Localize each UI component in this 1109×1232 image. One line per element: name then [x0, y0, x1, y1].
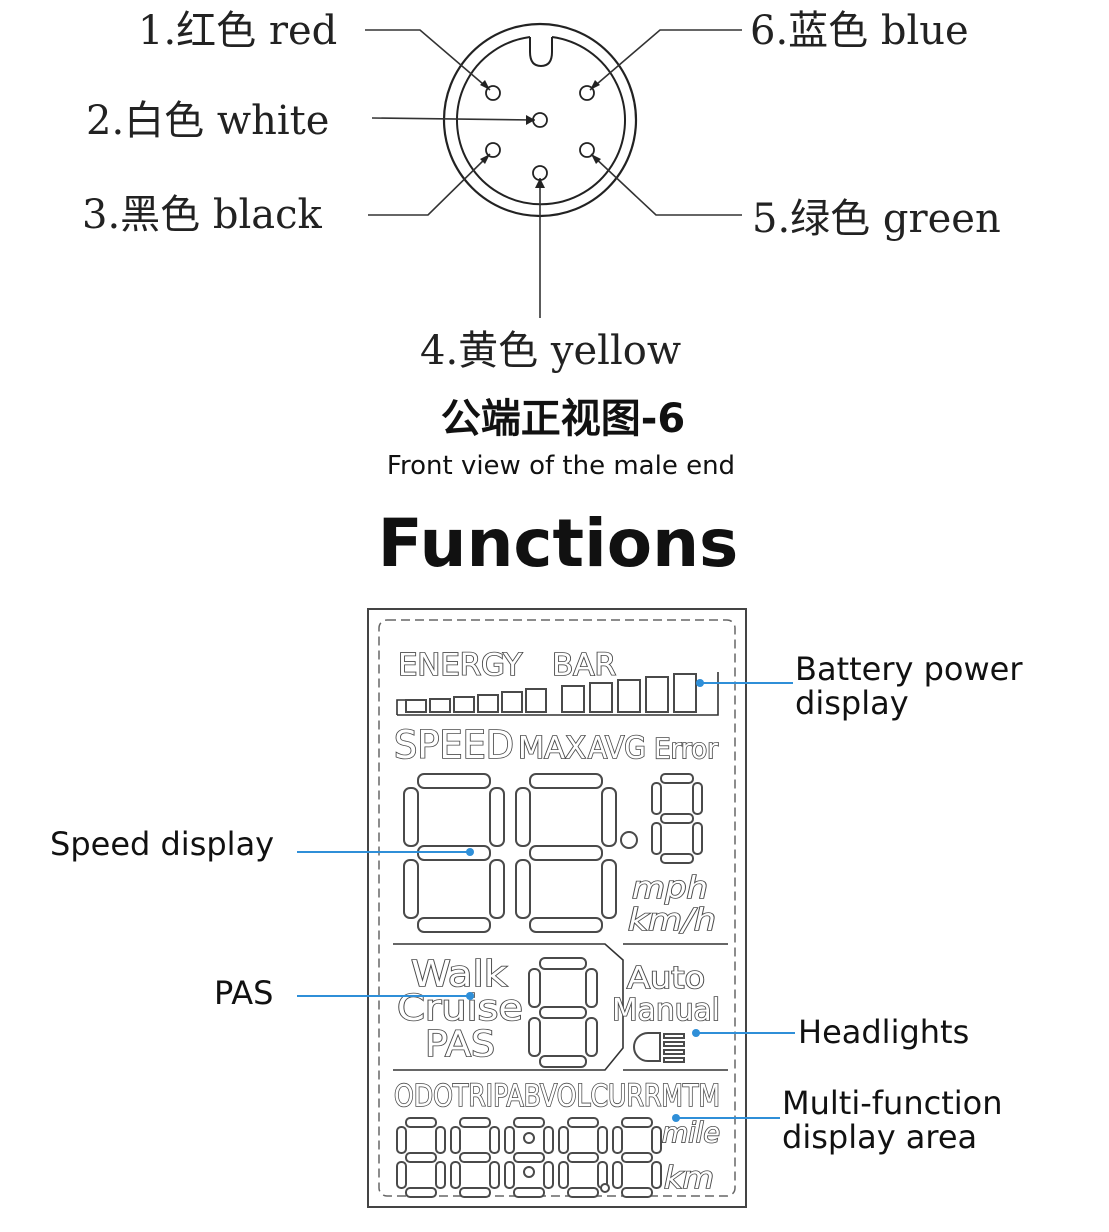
multi-digit-3: [504, 1117, 554, 1198]
battery-callout-label-1: Battery power: [795, 650, 1023, 688]
multi-callout-label-2: display area: [782, 1118, 977, 1156]
battery-callout-label-2: display: [795, 684, 909, 722]
pin-1-leader: [365, 29, 491, 91]
lcd-energy-label: ENERGY: [398, 648, 523, 683]
lcd-panel: ENERGY BAR SPEED MAX AVG Error: [367, 608, 747, 1208]
pin-3-label: 3.黑色 black: [82, 192, 323, 238]
lcd-mode-labels: ODOTRIPABVOLCURRMTM: [394, 1079, 720, 1114]
pin-1-label: 1.红色 red: [138, 8, 337, 54]
multi-digit-1: [396, 1117, 446, 1198]
lcd-inner-frame: [378, 619, 736, 1197]
lcd-bar-label: BAR: [552, 648, 616, 683]
lcd-error-label: Error: [654, 732, 719, 765]
pin-2-arrow: [526, 115, 535, 125]
lcd-km-label: km: [664, 1161, 714, 1196]
pin-3-arrow: [480, 154, 490, 164]
lcd-max-label: MAX: [518, 731, 586, 766]
speed-digit-ones: [515, 773, 617, 933]
pin-2-leader: [371, 117, 536, 121]
connector-inner-ring: [456, 36, 626, 206]
pin-5-arrow: [591, 154, 601, 164]
pin-1-arrow: [480, 80, 490, 90]
pin-6-label: 6.蓝色 blue: [750, 8, 969, 54]
speed-callout-dot: [466, 848, 474, 856]
functions-title: Functions: [378, 505, 739, 582]
connector-diagram: 1.红色 red 2.白色 white 3.黑色 black 4.黄色 yell…: [82, 8, 1001, 481]
lcd-walk-label: Walk: [411, 954, 507, 995]
pin-3-leader: [368, 153, 491, 216]
multi-digit-5: [612, 1117, 662, 1198]
pin-6-leader: [589, 29, 742, 91]
headlight-icon: [633, 1032, 685, 1063]
connector-caption-en: Front view of the male end: [387, 451, 735, 481]
pin-5-hole: [579, 142, 595, 158]
pas-callout-dot: [466, 992, 474, 1000]
connector-key-notch: [529, 37, 553, 68]
speed-digit-tenths: [651, 773, 703, 864]
multi-callout-dot: [672, 1114, 680, 1122]
multi-callout-label-1: Multi-function: [782, 1084, 1002, 1122]
pin-4-arrow: [535, 178, 545, 188]
pin-5-label: 5.绿色 green: [752, 196, 1001, 242]
speed-decimal-point: [620, 831, 638, 849]
pin-4-hole: [532, 165, 548, 181]
lcd-manual-label: Manual: [612, 993, 720, 1028]
battery-segments: [405, 673, 697, 713]
speed-digit-tens: [403, 773, 505, 933]
multi-digit-4: [558, 1117, 608, 1198]
lcd-pas-label: PAS: [425, 1024, 495, 1065]
lcd-cruise-label: Cruise: [397, 988, 523, 1029]
multi-decimal-point: [600, 1183, 610, 1193]
callouts: Battery power display Speed display PAS …: [50, 650, 1023, 1156]
pin-2-label: 2.白色 white: [86, 98, 329, 144]
battery-bar-base: [397, 672, 719, 716]
pas-section-border: [393, 943, 624, 1071]
connector-caption-cn: 公端正视图-6: [441, 396, 685, 442]
pin-5-leader: [590, 153, 742, 216]
lcd-kmh-label: km/h: [628, 903, 716, 938]
multi-digit-2: [450, 1117, 500, 1198]
lcd-mile-label: mile: [662, 1116, 720, 1149]
pin-4-label: 4.黄色 yellow: [420, 328, 681, 374]
lcd-avg-label: AVG: [588, 731, 646, 766]
lcd-speed-label: SPEED: [394, 723, 514, 767]
pas-level-digit: [528, 957, 598, 1068]
pin-6-arrow: [590, 80, 600, 90]
headlights-callout-label: Headlights: [798, 1013, 969, 1051]
lcd-auto-label: Auto: [627, 961, 705, 996]
battery-callout-dot: [696, 679, 704, 687]
headlights-callout-dot: [692, 1029, 700, 1037]
speed-callout-label: Speed display: [50, 825, 274, 863]
pin-2-hole: [532, 112, 548, 128]
pas-callout-label: PAS: [214, 974, 273, 1012]
lcd-mph-label: mph: [632, 871, 708, 906]
